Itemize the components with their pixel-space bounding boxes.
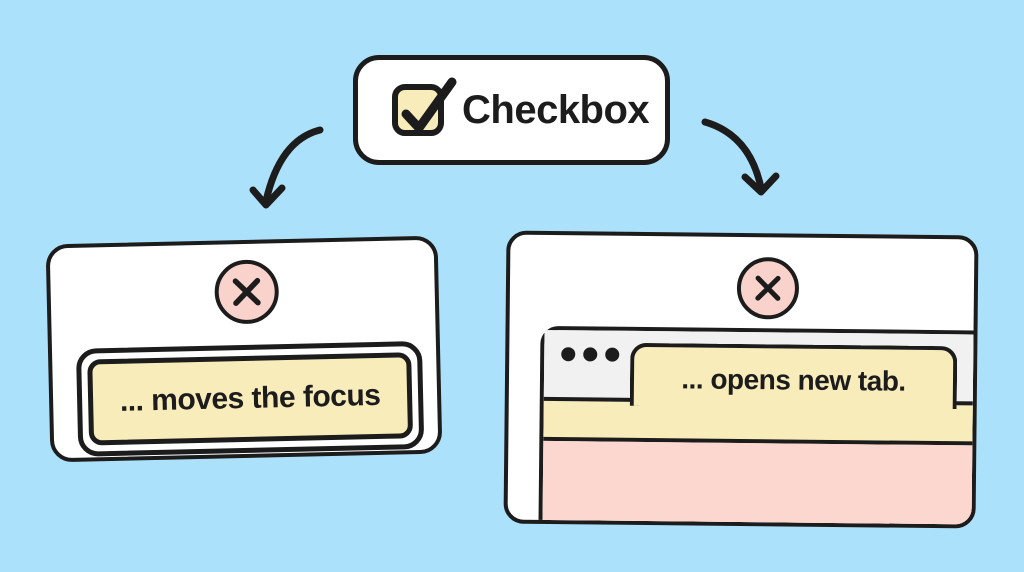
focus-outcome-card: ... moves the focus [45,235,443,463]
browser-content-area [541,440,979,529]
close-icon [755,275,781,301]
close-icon [232,277,261,306]
browser-window: ... opens new tab. [537,325,979,529]
browser-titlebar: ... opens new tab. [543,329,979,410]
checkmark-icon [401,77,457,133]
focused-button-label: ... moves the focus [119,378,381,418]
checkbox-input[interactable] [392,77,457,136]
three-dots-icon [561,347,620,362]
focused-button[interactable]: ... moves the focus [87,352,414,446]
focus-ring: ... moves the focus [75,340,425,457]
curved-arrow-down-right-icon [701,118,780,196]
checkbox-label: Checkbox [462,87,650,132]
curved-arrow-down-left-icon [249,126,324,209]
close-button[interactable] [736,256,800,320]
browser-tab[interactable]: ... opens new tab. [629,342,958,410]
checkbox-card[interactable]: Checkbox [353,55,670,165]
close-button[interactable] [213,259,280,325]
titlebar-divider [954,401,979,406]
browser-tab-label: ... opens new tab. [681,362,906,397]
new-tab-outcome-card: ... opens new tab. [503,230,979,529]
